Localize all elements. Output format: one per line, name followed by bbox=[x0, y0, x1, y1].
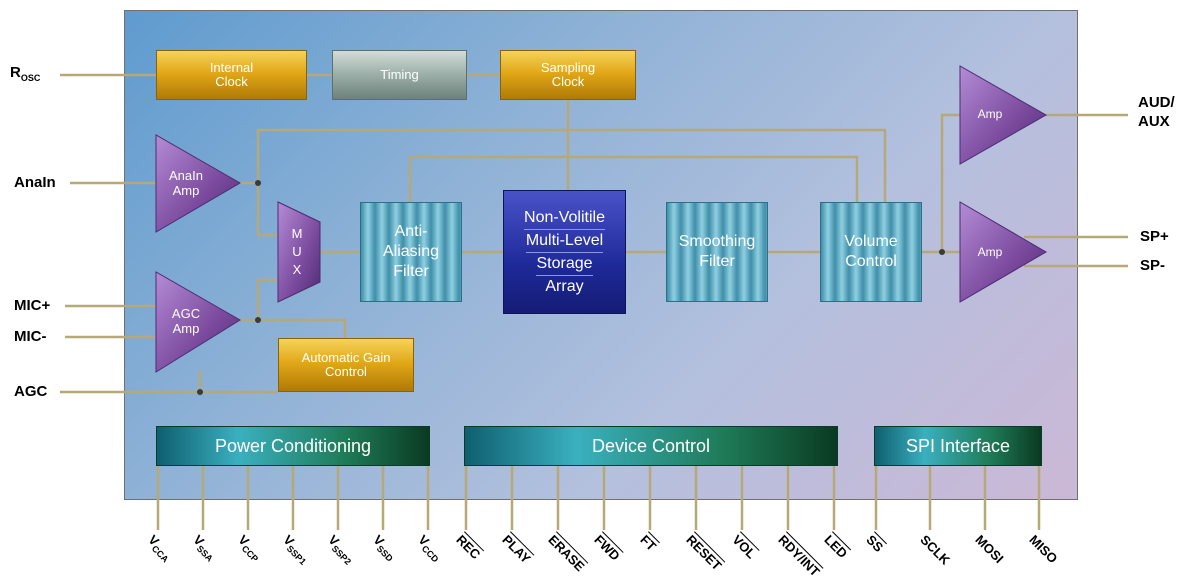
spi-interface-label: SPI Interface bbox=[905, 435, 1011, 456]
mic-plus-label: MIC+ bbox=[14, 297, 51, 314]
storage-label-4: Array bbox=[545, 277, 584, 295]
agc-amp-label-2: Amp bbox=[172, 321, 200, 336]
timing-block: Timing bbox=[332, 50, 467, 100]
internal-clock-label-2: Clock bbox=[215, 74, 248, 89]
aud-aux-label-1: AUD/ bbox=[1138, 94, 1175, 111]
anain-amp-shape bbox=[155, 134, 241, 233]
mux-label-x: X bbox=[292, 262, 302, 277]
aux-amp-text: Amp bbox=[977, 107, 1003, 121]
wire-volume-ampaux bbox=[940, 113, 960, 252]
wire-anain-volume bbox=[256, 128, 887, 202]
sampling-clock-label-2: Clock bbox=[551, 74, 585, 89]
aud-aux-label: AUD/ AUX bbox=[1138, 93, 1175, 131]
smoothing-label-1: Smoothing bbox=[678, 233, 756, 250]
mux-label-u: U bbox=[292, 244, 302, 259]
mux-label-m: M bbox=[291, 226, 303, 241]
agc-label: AGC bbox=[14, 383, 48, 400]
junction-dot bbox=[939, 249, 945, 255]
control-pin-wires bbox=[464, 462, 836, 530]
smoothing-filter-block: Smoothing Filter bbox=[666, 202, 768, 302]
power-conditioning-bar: Power Conditioning bbox=[156, 426, 430, 466]
smoothing-label-2: Filter bbox=[699, 253, 735, 270]
rosc-label-sub: OSC bbox=[20, 73, 41, 83]
device-control-label: Device Control bbox=[591, 435, 711, 456]
mux-shape bbox=[277, 201, 321, 303]
volume-label-1: Volume bbox=[844, 233, 898, 250]
sp-minus-label: SP- bbox=[1140, 257, 1166, 274]
speaker-amp-label: Amp bbox=[964, 242, 1016, 262]
anti-aliasing-filter-block: Anti- Aliasing Filter bbox=[360, 202, 462, 302]
sampling-clock-block: Sampling Clock bbox=[500, 50, 636, 100]
spi-interface-bar: SPI Interface bbox=[874, 426, 1042, 466]
anain-label: AnaIn bbox=[14, 174, 56, 191]
junction-dot bbox=[255, 180, 261, 186]
anain-amp-label-2: Amp bbox=[172, 183, 200, 198]
internal-clock-block: Internal Clock bbox=[156, 50, 307, 100]
junction-dot bbox=[197, 389, 203, 395]
volume-label-2: Control bbox=[845, 253, 897, 270]
wire-anainamp-mux bbox=[240, 181, 278, 237]
agc-amp-label: AGC Amp bbox=[158, 304, 214, 338]
spi-pin-wires bbox=[874, 462, 1041, 530]
agc-amp-shape bbox=[155, 271, 241, 373]
aux-amp-shape bbox=[959, 65, 1048, 165]
wire-sampling-bus bbox=[408, 155, 859, 202]
aud-aux-label-2: AUX bbox=[1138, 113, 1170, 130]
wire-agcamp-mux bbox=[240, 278, 278, 322]
agc-amp-label-1: AGC bbox=[171, 306, 201, 321]
power-pin-wires bbox=[156, 462, 430, 530]
storage-label-2: Multi-Level bbox=[525, 230, 604, 253]
speaker-amp-shape bbox=[959, 201, 1047, 303]
device-control-bar: Device Control bbox=[464, 426, 838, 466]
anain-amp-label-1: AnaIn bbox=[169, 168, 203, 183]
anti-aliasing-label-1: Anti- bbox=[394, 223, 428, 240]
agc-control-label-1: Automatic Gain bbox=[301, 350, 391, 365]
anain-amp-label: AnaIn Amp bbox=[158, 166, 214, 200]
timing-label: Timing bbox=[380, 67, 419, 82]
storage-label-1: Non-Volitile bbox=[524, 207, 605, 230]
aux-amp-label: Amp bbox=[964, 104, 1016, 124]
wire-agcamp-agccontrol bbox=[258, 318, 347, 338]
anti-aliasing-label-3: Filter bbox=[393, 263, 429, 280]
internal-clock-label-1: Internal bbox=[209, 60, 254, 75]
agc-control-label-2: Control bbox=[325, 364, 367, 379]
volume-control-block: Volume Control bbox=[820, 202, 922, 302]
rosc-label-main: R bbox=[10, 64, 21, 81]
sampling-clock-label-1: Sampling bbox=[540, 60, 596, 75]
power-conditioning-label: Power Conditioning bbox=[214, 435, 372, 456]
speaker-amp-text: Amp bbox=[977, 245, 1003, 259]
junction-dot bbox=[255, 317, 261, 323]
rosc-label: ROSC bbox=[10, 64, 40, 83]
storage-array-block: Non-Volitile Multi-Level Storage Array bbox=[503, 190, 626, 314]
storage-label-3: Storage bbox=[536, 253, 593, 276]
anti-aliasing-label-2: Aliasing bbox=[382, 243, 440, 260]
mux-label: M U X bbox=[282, 222, 312, 282]
sp-plus-label: SP+ bbox=[1140, 228, 1169, 245]
mic-minus-label: MIC- bbox=[14, 328, 47, 345]
automatic-gain-control-block: Automatic Gain Control bbox=[278, 338, 414, 392]
